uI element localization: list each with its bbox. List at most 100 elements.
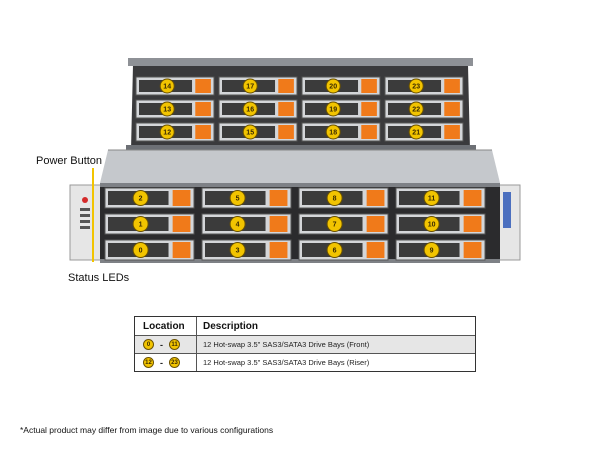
bay-number-badge-icon xyxy=(229,190,246,206)
tray-latch xyxy=(195,102,211,116)
tray-latch xyxy=(269,216,288,232)
tray-latch xyxy=(172,242,191,258)
bay-number-badge-icon xyxy=(242,101,258,117)
bay-number-badge-icon xyxy=(408,101,424,117)
status-leds xyxy=(80,208,90,229)
drive-bay[interactable]: 11 xyxy=(395,187,486,209)
bay-number-label: 7 xyxy=(333,222,337,229)
bay-number-label: 19 xyxy=(329,107,337,114)
bay-number-badge-icon xyxy=(229,242,246,258)
bay-number-badge-icon xyxy=(408,124,424,140)
location-range: 12 - 23 xyxy=(135,354,197,371)
drive-bay[interactable]: 6 xyxy=(298,239,389,261)
bay-number-label: 8 xyxy=(333,196,337,203)
drive-bay[interactable]: 9 xyxy=(395,239,486,261)
tray-latch xyxy=(269,242,288,258)
riser-top-rail xyxy=(128,58,473,66)
drive-bay[interactable]: 0 xyxy=(104,239,195,261)
drive-bay[interactable]: 17 xyxy=(218,76,298,96)
drive-bay[interactable]: 21 xyxy=(384,122,464,142)
bay-number-label: 0 xyxy=(139,248,143,255)
drive-bay[interactable]: 15 xyxy=(218,122,298,142)
bay-number-label: 11 xyxy=(428,196,436,203)
location-header: Location xyxy=(135,317,197,335)
bay-number-badge-icon xyxy=(242,124,258,140)
drive-bay[interactable]: 13 xyxy=(135,99,215,119)
tray-latch xyxy=(278,79,294,93)
row-description: 12 Hot-swap 3.5" SAS3/SATA3 Drive Bays (… xyxy=(203,358,370,367)
tray-latch xyxy=(361,102,377,116)
bay-number-label: 3 xyxy=(236,248,240,255)
bay-number-badge-icon xyxy=(229,216,246,232)
bay-number-label: 4 xyxy=(236,222,240,229)
table-header-row: Location Description xyxy=(135,317,475,335)
tray-latch xyxy=(366,190,385,206)
bay-number-label: 10 xyxy=(428,222,436,229)
drive-bay[interactable]: 10 xyxy=(395,213,486,235)
bay-number-label: 21 xyxy=(412,130,420,137)
drive-bay[interactable]: 8 xyxy=(298,187,389,209)
chassis-lid xyxy=(100,150,500,183)
drive-bay[interactable]: 4 xyxy=(201,213,292,235)
power-button-icon[interactable] xyxy=(82,197,88,203)
drive-bay[interactable]: 14 xyxy=(135,76,215,96)
bay-number-label: 6 xyxy=(333,248,337,255)
tray-latch xyxy=(278,102,294,116)
location-range: 0 - 11 xyxy=(135,336,197,353)
bay-number-label: 9 xyxy=(430,248,434,255)
drive-bay[interactable]: 12 xyxy=(135,122,215,142)
bay-number-badge-icon xyxy=(423,190,440,206)
bay-number-badge-icon xyxy=(132,190,149,206)
bay-number-label: 23 xyxy=(412,84,420,91)
tray-latch xyxy=(361,79,377,93)
bay-number-label: 17 xyxy=(246,84,254,91)
tray-latch xyxy=(444,125,460,139)
bay-number-badge-icon xyxy=(132,242,149,258)
bay-number-badge-icon xyxy=(325,101,341,117)
location-table: Location Description 0 - 11 12 Hot-swap … xyxy=(134,316,476,372)
tray-latch xyxy=(195,79,211,93)
tray-latch xyxy=(278,125,294,139)
row-description: 12 Hot-swap 3.5" SAS3/SATA3 Drive Bays (… xyxy=(203,340,370,349)
drive-bay[interactable]: 16 xyxy=(218,99,298,119)
tray-latch xyxy=(172,190,191,206)
bay-number-label: 1 xyxy=(139,222,143,229)
tray-latch xyxy=(444,102,460,116)
drive-bay[interactable]: 23 xyxy=(384,76,464,96)
tray-latch xyxy=(366,216,385,232)
drive-bay[interactable]: 20 xyxy=(301,76,381,96)
bay-number-badge-icon xyxy=(325,78,341,94)
bay-number-badge-icon xyxy=(159,101,175,117)
tray-latch xyxy=(463,242,482,258)
drive-bay[interactable]: 22 xyxy=(384,99,464,119)
riser-bottom-rail xyxy=(126,145,476,153)
tray-latch xyxy=(463,190,482,206)
tray-latch xyxy=(269,190,288,206)
footnote: *Actual product may differ from image du… xyxy=(20,425,274,435)
bay-number-badge-icon xyxy=(326,216,343,232)
bay-number-label: 18 xyxy=(329,130,337,137)
drive-bay[interactable]: 18 xyxy=(301,122,381,142)
power-button-callout: Power Button xyxy=(36,155,103,167)
drive-bay[interactable]: 7 xyxy=(298,213,389,235)
bay-number-badge-icon xyxy=(408,78,424,94)
bay-number-label: 20 xyxy=(329,84,337,91)
bay-badge-icon: 23 xyxy=(169,357,180,368)
bay-number-label: 14 xyxy=(163,84,171,91)
drive-bay[interactable]: 2 xyxy=(104,187,195,209)
bay-badge-icon: 11 xyxy=(169,339,180,350)
drive-bay[interactable]: 19 xyxy=(301,99,381,119)
drive-bay[interactable]: 1 xyxy=(104,213,195,235)
bay-number-label: 5 xyxy=(236,196,240,203)
bay-number-badge-icon xyxy=(326,190,343,206)
bay-number-badge-icon xyxy=(423,216,440,232)
drive-bay[interactable]: 5 xyxy=(201,187,292,209)
bay-number-label: 22 xyxy=(412,107,420,114)
bay-badge-icon: 0 xyxy=(143,339,154,350)
bay-badge-icon: 12 xyxy=(143,357,154,368)
bay-number-label: 2 xyxy=(139,196,143,203)
drive-bay[interactable]: 3 xyxy=(201,239,292,261)
bay-number-badge-icon xyxy=(132,216,149,232)
description-header: Description xyxy=(203,320,259,332)
